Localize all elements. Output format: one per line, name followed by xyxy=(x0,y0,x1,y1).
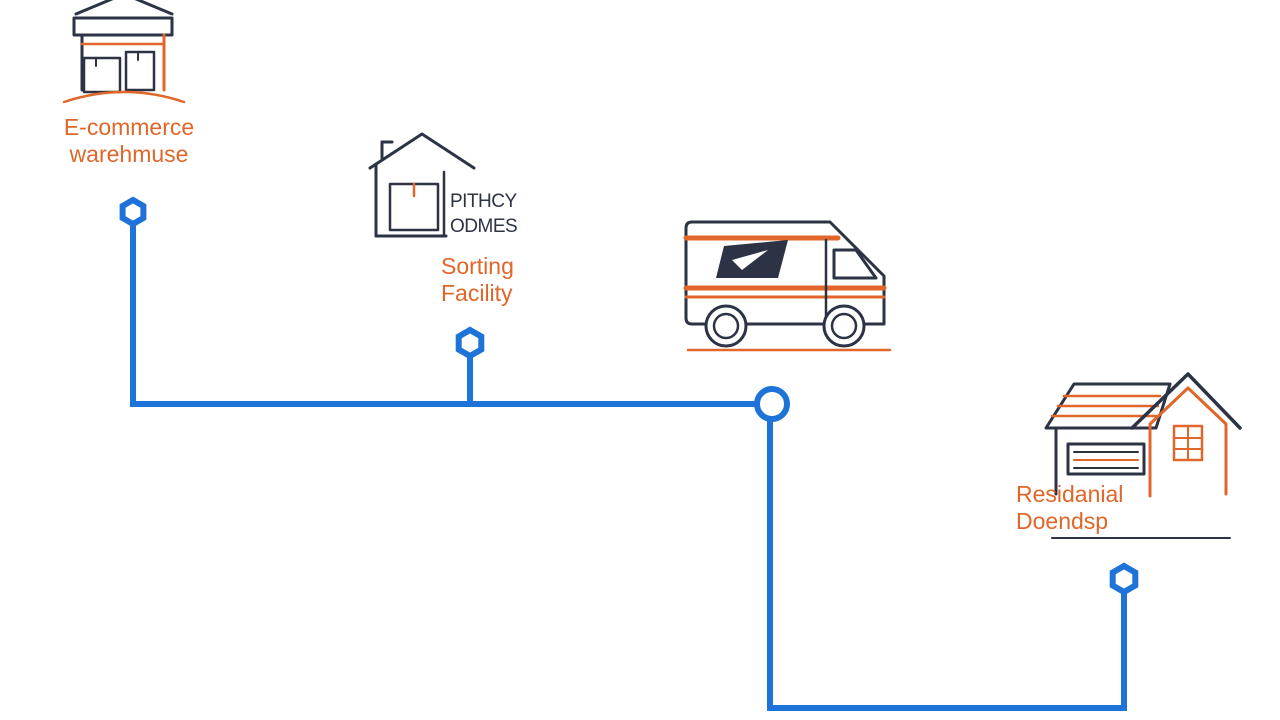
route-node-warehouse xyxy=(119,196,147,228)
route-path xyxy=(130,225,1127,711)
route-line-main xyxy=(130,225,1127,711)
pitney-label-line-1: PITHCY xyxy=(450,191,517,212)
warehouse-icon xyxy=(62,0,186,104)
pitney-label-line-2: ODMES xyxy=(450,216,518,237)
warehouse-label: E-commerce warehmuse xyxy=(46,114,212,168)
route-node-residential xyxy=(1109,562,1139,596)
sorting-facility-label-line-2: Facility xyxy=(441,280,513,306)
residential-label-line-2: Doendsp xyxy=(1016,508,1109,534)
warehouse-label-line-2: warehmuse xyxy=(69,141,189,167)
route-node-van xyxy=(754,386,790,422)
pitney-label: PITHCY ODMES xyxy=(450,189,518,239)
house-with-package-icon xyxy=(368,132,476,238)
residential-label-line-1: Residanial xyxy=(1016,481,1124,507)
delivery-van-icon xyxy=(683,220,892,352)
route-nodes xyxy=(119,196,1139,596)
residential-label: Residanial Doendsp xyxy=(1016,481,1123,535)
route-node-sorting-facility xyxy=(455,326,485,360)
residential-house-icon xyxy=(1044,372,1242,539)
warehouse-label-line-1: E-commerce xyxy=(63,114,195,140)
sorting-facility-label-line-1: Sorting xyxy=(441,253,514,279)
sorting-facility-label: Sorting Facility xyxy=(441,253,514,307)
